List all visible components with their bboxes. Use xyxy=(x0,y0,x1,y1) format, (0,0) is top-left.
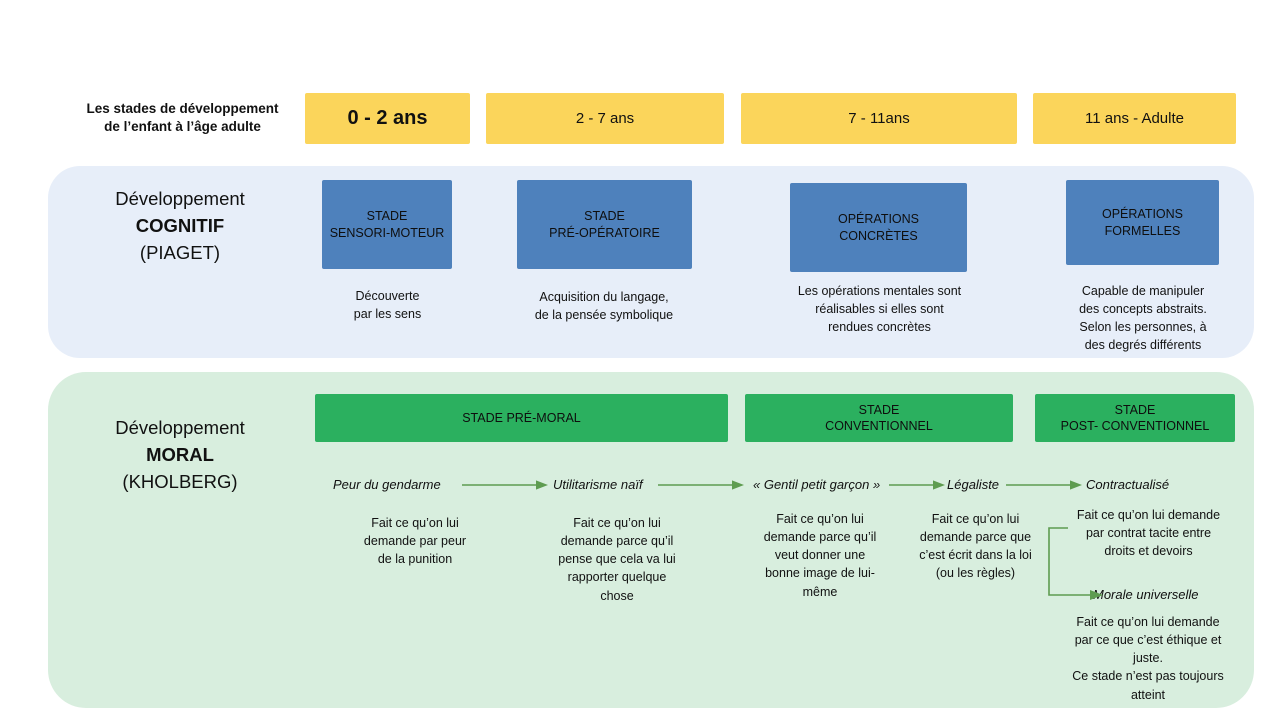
moral-title-line1: Développement xyxy=(115,417,245,438)
age-box-label: 2 - 7 ans xyxy=(575,110,635,127)
moral-stage-line2: POST- CONVENTIONNEL xyxy=(1060,419,1210,433)
cognitive-stage-line1: OPÉRATIONS xyxy=(837,212,920,227)
page-title: Les stades de développement de l’enfant … xyxy=(70,100,295,136)
age-box-2-7[interactable]: 2 - 7 ans xyxy=(486,93,724,144)
page-title-line2: de l’enfant à l’âge adulte xyxy=(104,119,261,135)
cognitive-stage-desc-operations-concretes: Les opérations mentales sont réalisables… xyxy=(797,284,962,335)
moral-substage-desc-morale-universelle: Fait ce qu’on lui demande par ce que c’e… xyxy=(1072,615,1224,702)
age-box-label: 0 - 2 ans xyxy=(347,107,428,129)
cognitive-section-title: Développement COGNITIF (PIAGET) xyxy=(60,186,300,266)
cognitive-title-line3: (PIAGET) xyxy=(139,241,221,263)
cognitive-stage-desc-operations-formelles: Capable de manipuler des concepts abstra… xyxy=(1079,284,1207,353)
moral-stage-line1: STADE xyxy=(1114,402,1156,417)
arrow-to-legaliste-icon xyxy=(889,480,945,490)
moral-stage-line1: STADE xyxy=(858,402,900,417)
cognitive-stage-line2: SENSORI-MOTEUR xyxy=(329,225,445,240)
cognitive-stage-box-operations-concretes[interactable]: OPÉRATIONS CONCRÈTES xyxy=(790,183,967,272)
moral-title-line3: (KHOLBERG) xyxy=(122,470,238,492)
cognitive-stage-box-operations-formelles[interactable]: OPÉRATIONS FORMELLES xyxy=(1066,180,1219,265)
moral-substage-desc-legaliste: Fait ce qu’on lui demande parce que c’es… xyxy=(919,512,1032,581)
branch-connector-morale-universelle-icon xyxy=(1048,527,1103,600)
cognitive-stage-line1: OPÉRATIONS xyxy=(1101,207,1184,222)
moral-substage-label-morale-universelle: Morale universelle xyxy=(1093,587,1199,602)
cognitive-stage-line2: CONCRÈTES xyxy=(839,228,918,243)
page-title-line1: Les stades de développement xyxy=(86,101,279,116)
cognitive-stage-line1: STADE xyxy=(584,209,625,224)
age-box-label: 11 ans - Adulte xyxy=(1085,110,1184,127)
moral-section-title: Développement MORAL (KHOLBERG) xyxy=(55,415,305,495)
moral-substage-desc-gentil-petit-garcon: Fait ce qu’on lui demande parce qu’il ve… xyxy=(763,512,877,599)
moral-substage-desc-peur-du-gendarme: Fait ce qu’on lui demande par peur de la… xyxy=(363,516,467,567)
moral-title-line2: MORAL xyxy=(146,443,214,465)
arrow-to-gentil-petit-garcon-icon xyxy=(658,480,744,490)
cognitive-stage-line1: STADE xyxy=(366,209,408,224)
cognitive-stage-desc-pre-operatoire: Acquisition du langage, de la pensée sym… xyxy=(534,290,674,323)
moral-stage-line1: STADE PRÉ-MORAL xyxy=(462,410,581,425)
moral-substage-label-utilitarisme-naif: Utilitarisme naïf xyxy=(553,477,643,492)
age-box-11-adulte[interactable]: 11 ans - Adulte xyxy=(1033,93,1236,144)
age-box-7-11[interactable]: 7 - 11ans xyxy=(741,93,1017,144)
moral-stage-line2: CONVENTIONNEL xyxy=(825,419,933,433)
cognitive-title-line2: COGNITIF xyxy=(135,214,225,236)
moral-stage-box-post-conventionnel[interactable]: STADE POST- CONVENTIONNEL xyxy=(1035,394,1235,442)
age-box-label: 7 - 11ans xyxy=(848,110,910,127)
cognitive-stage-box-sensori-moteur[interactable]: STADE SENSORI-MOTEUR xyxy=(322,180,452,269)
cognitive-stage-line2: FORMELLES xyxy=(1104,223,1181,238)
moral-stage-box-conventionnel[interactable]: STADE CONVENTIONNEL xyxy=(745,394,1013,442)
arrow-to-contractualise-icon xyxy=(1006,480,1082,490)
moral-substage-desc-contractualise: Fait ce qu’on lui demande par contrat ta… xyxy=(1076,508,1221,559)
cognitive-stage-box-pre-operatoire[interactable]: STADE PRÉ-OPÉRATOIRE xyxy=(517,180,692,269)
cognitive-stage-line2: PRÉ-OPÉRATOIRE xyxy=(549,225,660,240)
age-box-0-2[interactable]: 0 - 2 ans xyxy=(305,93,470,144)
moral-substage-label-gentil-petit-garcon: « Gentil petit garçon » xyxy=(753,477,881,492)
moral-substage-label-legaliste: Légaliste xyxy=(947,477,1000,492)
moral-substage-label-peur-du-gendarme: Peur du gendarme xyxy=(333,477,441,492)
moral-stage-box-pre-moral[interactable]: STADE PRÉ-MORAL xyxy=(315,394,728,442)
moral-substage-desc-utilitarisme-naif: Fait ce qu’on lui demande parce qu’il pe… xyxy=(558,516,676,603)
moral-substage-label-contractualise: Contractualisé xyxy=(1086,477,1170,492)
arrow-to-utilitarisme-icon xyxy=(462,480,548,490)
cognitive-stage-desc-sensori-moteur: Découverte par les sens xyxy=(353,289,422,322)
cognitive-title-line1: Développement xyxy=(115,188,245,209)
